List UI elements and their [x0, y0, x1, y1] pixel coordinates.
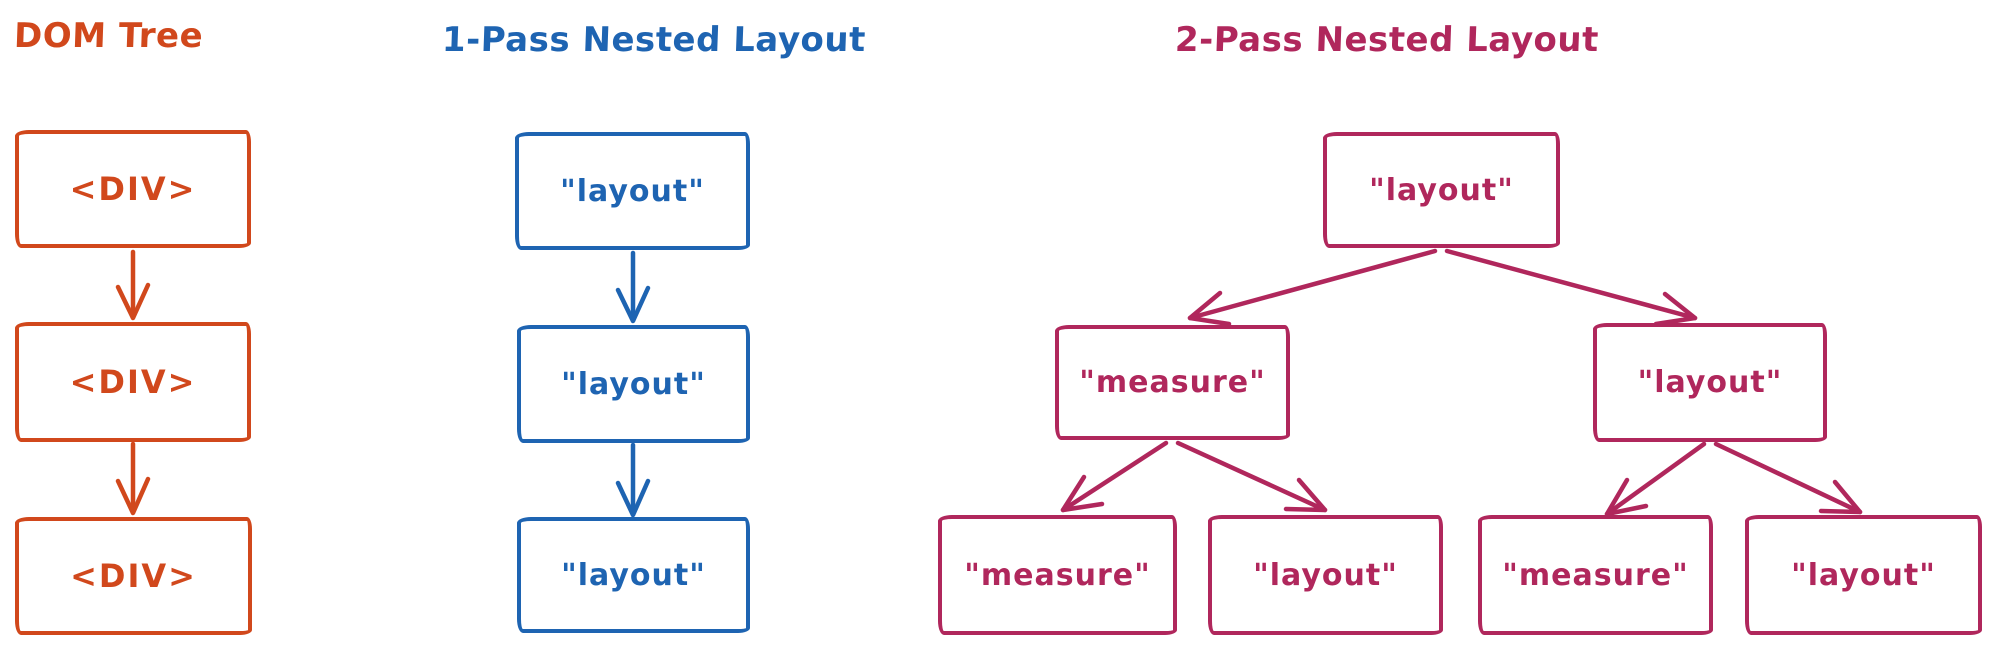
- two-pass-level2-node-2: "layout": [1593, 323, 1827, 442]
- two-pass-level3-node-3-label: "measure": [1502, 557, 1689, 593]
- two-pass-arrow-root-left-head: [1187, 290, 1232, 327]
- two-pass-level3-node-1: "measure": [938, 515, 1177, 635]
- two-pass-level3-node-4-label: "layout": [1791, 557, 1936, 593]
- two-pass-arrow-layout-right: [1713, 441, 1863, 515]
- one-pass-title: 1-Pass Nested Layout: [441, 20, 867, 60]
- one-pass-node-3-label: "layout": [561, 557, 706, 593]
- one-pass-arrow-1-head: [615, 285, 651, 324]
- dom-arrow-2-head: [115, 476, 151, 516]
- one-pass-node-1-label: "layout": [560, 173, 705, 209]
- two-pass-level3-node-2-label: "layout": [1253, 557, 1398, 593]
- one-pass-arrow-2-head: [615, 478, 651, 518]
- two-pass-level2-node-1: "measure": [1055, 325, 1290, 440]
- two-pass-title: 2-Pass Nested Layout: [1174, 20, 1600, 60]
- one-pass-node-1: "layout": [515, 132, 750, 250]
- dom-node-3: <DIV>: [15, 517, 252, 635]
- two-pass-arrow-layout-left: [1604, 441, 1707, 517]
- two-pass-arrow-root-right-head: [1653, 291, 1698, 327]
- two-pass-arrow-measure-left-head: [1060, 474, 1105, 513]
- dom-node-1: <DIV>: [15, 130, 251, 248]
- dom-node-2-label: <DIV>: [69, 363, 197, 401]
- two-pass-arrow-layout-left-head: [1604, 477, 1649, 517]
- two-pass-level2-node-1-label: "measure": [1079, 365, 1266, 400]
- two-pass-level2-node-2-label: "layout": [1637, 365, 1783, 400]
- two-pass-root-node: "layout": [1323, 132, 1560, 248]
- one-pass-node-2: "layout": [517, 325, 750, 443]
- two-pass-level3-node-2: "layout": [1208, 515, 1443, 635]
- dom-node-2: <DIV>: [15, 322, 251, 442]
- dom-node-3-label: <DIV>: [70, 557, 197, 595]
- two-pass-level3-node-3: "measure": [1478, 515, 1713, 635]
- two-pass-arrow-root-right: [1444, 248, 1698, 321]
- two-pass-arrow-root-left: [1187, 248, 1438, 321]
- two-pass-arrow-measure-left: [1060, 440, 1169, 513]
- dom-node-1-label: <DIV>: [69, 170, 197, 208]
- one-pass-node-2-label: "layout": [561, 366, 706, 402]
- two-pass-level3-node-1-label: "measure": [964, 557, 1151, 593]
- two-pass-arrow-measure-right-head: [1283, 477, 1328, 513]
- two-pass-root-label: "layout": [1369, 172, 1514, 208]
- dom-arrow-1-head: [115, 282, 151, 321]
- two-pass-arrow-measure-right: [1175, 440, 1328, 513]
- dom-tree-title: DOM Tree: [13, 16, 204, 56]
- two-pass-arrow-layout-right-head: [1818, 479, 1863, 515]
- two-pass-level3-node-4: "layout": [1745, 515, 1982, 635]
- one-pass-node-3: "layout": [517, 517, 750, 633]
